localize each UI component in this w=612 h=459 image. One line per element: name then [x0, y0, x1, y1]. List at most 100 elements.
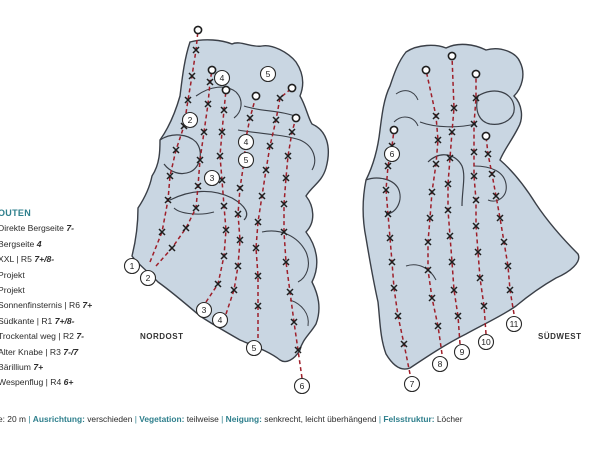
route-number: 6	[390, 149, 395, 159]
legend-route-name: Projekt	[0, 285, 25, 296]
bolt-icon	[382, 186, 390, 194]
legend-route-3: XXL | R5 7+/8-	[0, 252, 128, 267]
bolt-icon	[484, 150, 492, 158]
footer-height: e: 20 m	[0, 414, 26, 424]
legend-route-name: Alter Knabe | R3	[0, 346, 64, 357]
route-number: 3	[210, 173, 215, 183]
bolt-icon	[284, 152, 292, 160]
legend-route-8: Trockental weg | R2 7-	[0, 329, 128, 344]
anchor-icon	[251, 91, 261, 101]
bolt-icon	[444, 206, 452, 214]
anchor-icon	[447, 51, 457, 61]
bolt-icon	[254, 272, 262, 280]
bolt-icon	[272, 116, 280, 124]
bolt-icon	[282, 258, 290, 266]
route-marker: 10	[477, 333, 495, 351]
bolt-icon	[282, 174, 290, 182]
bolt-icon	[204, 100, 212, 108]
route-marker: 5	[237, 151, 255, 169]
legend-route-name: Bärillium	[0, 362, 34, 373]
routes-nordost	[149, 25, 303, 379]
route-number: 3	[202, 305, 207, 315]
bolt-icon	[470, 148, 478, 156]
legend-route-name: Wespenflug | R4	[0, 377, 64, 388]
bolt-icon	[266, 142, 274, 150]
bolt-icon	[290, 318, 298, 326]
bolt-icon	[444, 180, 452, 188]
anchor-icon	[291, 113, 301, 123]
bolt-icon	[388, 258, 396, 266]
footer-orientation-label: Ausrichtung:	[32, 414, 85, 424]
bolt-icon	[446, 232, 454, 240]
bolt-icon	[262, 166, 270, 174]
bolt-icon	[492, 192, 500, 200]
route-marker: 4	[211, 311, 229, 329]
bolt-icon	[448, 258, 456, 266]
legend-route-grade: 7+	[82, 300, 93, 311]
bolt-icon	[450, 104, 458, 112]
route-number: 2	[188, 115, 193, 125]
bolt-icon	[472, 222, 480, 230]
anchor-icon	[287, 83, 297, 93]
footer-vegetation-label: Vegetation:	[139, 414, 185, 424]
route-marker: 7	[403, 375, 421, 393]
legend-route-name: Südkante | R1	[0, 315, 55, 326]
footer-orientation: verschieden	[87, 414, 133, 424]
bolt-icon	[218, 128, 226, 136]
route-5	[252, 83, 297, 338]
anchor-icon	[193, 25, 203, 35]
bolt-icon	[236, 236, 244, 244]
route-marker: 5	[259, 65, 277, 83]
legend-route-grade: 7+/8-	[34, 254, 55, 265]
legend-route-6: Sonnenfinsternis | R6 7+	[0, 298, 128, 313]
bolt-icon	[280, 200, 288, 208]
route-8	[421, 65, 443, 355]
legend-route-7: Südkante | R1 7+/8-	[0, 314, 128, 329]
bolt-icon	[446, 154, 454, 162]
legend-route-name: Sonnenfinsternis | R6	[0, 300, 83, 311]
route-number: 2	[146, 273, 151, 283]
legend-route-grade: 4	[36, 238, 42, 249]
footer-inclination: senkrecht, leicht überhängend	[264, 414, 377, 424]
bolt-icon	[258, 192, 266, 200]
route-1	[149, 25, 203, 263]
bolt-icon	[448, 128, 456, 136]
bolt-icon	[280, 228, 288, 236]
legend-route-name: Bergseite	[0, 238, 37, 249]
bolt-icon	[480, 302, 488, 310]
bolt-icon	[192, 46, 200, 54]
anchor-icon	[421, 65, 431, 75]
bolt-icon	[194, 182, 202, 190]
bolt-icon	[276, 94, 284, 102]
bolt-icon	[432, 160, 440, 168]
wall-label-nordost: NORDOST	[140, 332, 184, 341]
bolt-icon	[182, 224, 190, 232]
legend-route-grade: 7-	[76, 331, 84, 342]
route-number: 11	[510, 319, 519, 329]
bolt-icon	[246, 114, 254, 122]
legend-route-name: XXL | R5	[0, 254, 35, 265]
route-number: 4	[218, 315, 223, 325]
route-9	[444, 51, 462, 345]
bolt-icon	[254, 218, 262, 226]
bolt-icon	[476, 274, 484, 282]
routes-suedwest	[382, 51, 515, 375]
bolt-icon	[220, 106, 228, 114]
route-6	[280, 113, 303, 379]
bolt-icon	[216, 152, 224, 160]
legend-route-9: Alter Knabe | R3 7-/7	[0, 345, 128, 360]
route-marker: 11	[505, 315, 523, 333]
route-marker: 4	[237, 133, 255, 151]
route-number: 4	[244, 137, 249, 147]
legend-route-name: Trockental weg | R2	[0, 331, 77, 342]
bolt-icon	[434, 136, 442, 144]
anchor-icon	[221, 85, 231, 95]
route-marker: 3	[203, 169, 221, 187]
legend-route-11: Wespenflug | R4 6+	[0, 375, 128, 390]
route-number: 5	[252, 343, 257, 353]
route-11	[481, 131, 515, 315]
bolt-icon	[164, 196, 172, 204]
anchor-icon	[389, 125, 399, 135]
bolt-icon	[432, 112, 440, 120]
bolt-icon	[294, 346, 302, 354]
